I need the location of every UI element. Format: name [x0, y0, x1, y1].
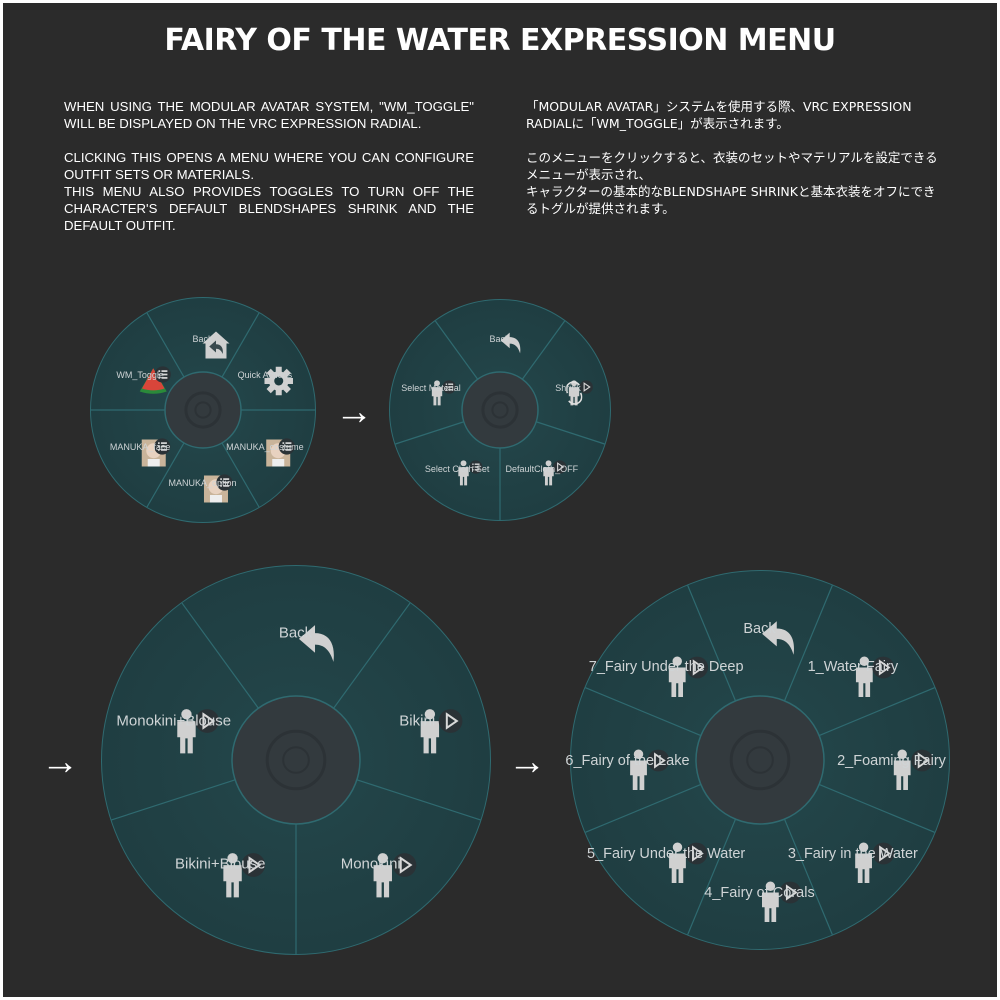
item-label: 5_Fairy Under the Water [587, 845, 746, 862]
material-radial: Back 1_Water Fairy 2_Foaming Fairy 3_Fairy … [565, 570, 950, 950]
segment-divider [434, 320, 478, 380]
center-dot [490, 400, 509, 419]
radial-item-shrink[interactable]: Shrink [555, 380, 593, 406]
arrow-right-icon: → [335, 391, 373, 433]
segment-divider [180, 602, 259, 709]
radial-center[interactable] [163, 370, 242, 449]
item-label: 6_Fairy of the Lake [565, 752, 690, 769]
item-label: Bikini [399, 712, 436, 730]
item-label: MANUKA_option [168, 477, 237, 488]
arrow-right-icon: → [41, 741, 79, 783]
segment-divider [110, 778, 235, 821]
center-dot [193, 400, 212, 419]
center-ring [729, 729, 790, 790]
radial-center[interactable] [694, 694, 825, 825]
segment-divider [783, 584, 833, 701]
radial-item-6-fairy-of-the-lake[interactable]: 6_Fairy of the Lake [565, 749, 690, 790]
radial-item-5-fairy-under-the-water[interactable]: 5_Fairy Under the Water [587, 842, 746, 884]
item-label: Monokini+Blouse [116, 712, 232, 730]
item-label: Back [192, 333, 213, 344]
description-paragraph: THIS MENU ALSO PROVIDES TOGGLES TO TURN … [64, 184, 474, 233]
segment-divider [584, 783, 701, 833]
radial-item-1-water-fairy[interactable]: 1_Water Fairy [807, 656, 899, 697]
radial-item-wm-toggle[interactable]: WM_Toggle [116, 366, 171, 394]
page: FAIRY OF THE WATER EXPRESSION MENU WHEN … [3, 3, 997, 997]
radial-item-bikini-blouse[interactable]: Bikini+Blouse [175, 852, 266, 897]
radial-item-defaultcloth-off[interactable]: DefaultCloth_OFF [505, 460, 579, 486]
center-dot [281, 745, 310, 774]
radial-center[interactable] [460, 370, 539, 449]
item-label: Back [489, 333, 510, 344]
radial-item-monokini-blouse[interactable]: Monokini+Blouse [116, 709, 232, 754]
radial-background [90, 312, 315, 507]
description-english: WHEN USING THE MODULAR AVATAR SYSTEM, "W… [64, 98, 474, 251]
item-label: Shrink [555, 383, 581, 394]
item-label: 3_Fairy in the Water [787, 845, 918, 862]
segment-divider [356, 778, 481, 821]
radial-item-2-foaming-fairy[interactable]: 2_Foaming Fairy [837, 749, 946, 790]
radial-item-monokini[interactable]: Monokini [340, 852, 417, 897]
segment-divider [521, 320, 565, 380]
segment-divider [686, 818, 736, 935]
segment-divider [686, 584, 736, 701]
radial-item-manuka-option[interactable]: MANUKA_option [168, 474, 237, 503]
item-label: Select Material [401, 383, 461, 394]
item-label: MANUKA_face [109, 441, 171, 452]
radial-item-back[interactable]: Back [192, 331, 230, 359]
radial-item-bikini[interactable]: Bikini [399, 709, 463, 754]
segment-divider [818, 783, 935, 833]
item-label: 4_Fairy of Corals [704, 884, 815, 901]
item-label: Monokini [340, 855, 401, 873]
segment-divider [535, 420, 605, 445]
item-label: 7_Fairy Under the Deep [588, 659, 744, 676]
segment-divider [394, 420, 464, 445]
center-dot [745, 745, 774, 774]
radial-item-4-fairy-of-corals[interactable]: 4_Fairy of Corals [704, 881, 815, 922]
radial-center[interactable] [230, 694, 361, 825]
item-label: WM_Toggle [116, 369, 164, 380]
item-label: Back [278, 624, 313, 641]
radial-item-manuka-face[interactable]: MANUKA_face [109, 438, 171, 467]
arrow-right-icon: → [508, 741, 546, 783]
center-ring [183, 390, 222, 429]
radial-item-back[interactable]: Back [743, 619, 795, 655]
description-japanese: 「MODULAR AVATAR」システムを使用する際、VRC EXPRESSIO… [526, 98, 946, 234]
center-ring [265, 729, 326, 790]
item-label: Select Cloth Set [424, 463, 490, 474]
radial-item-3-fairy-in-the-water[interactable]: 3_Fairy in the Water [787, 842, 918, 884]
radial-item-back[interactable]: Back [278, 622, 334, 662]
segment-divider [584, 686, 701, 736]
item-label: 2_Foaming Fairy [837, 752, 946, 769]
description-paragraph: CLICKING THIS OPENS A MENU WHERE YOU CAN… [64, 150, 474, 182]
segment-divider [145, 442, 185, 507]
item-label: Bikini+Blouse [175, 855, 266, 873]
radial-item-quick-actions[interactable]: Quick Actions [237, 366, 293, 396]
description-paragraph: WHEN USING THE MODULAR AVATAR SYSTEM, "W… [64, 99, 474, 131]
segment-divider [220, 442, 260, 507]
description-paragraph: このメニューをクリックすると、衣装のセットやマテリアルを設定できるメニューが表示… [526, 150, 938, 182]
radial-item-7-fairy-under-the-deep[interactable]: 7_Fairy Under the Deep [588, 656, 744, 697]
radial-item-select-material[interactable]: Select Material [401, 380, 461, 406]
radial-item-select-cloth-set[interactable]: Select Cloth Set [424, 460, 490, 486]
description-paragraph: キャラクターの基本的なBLENDSHAPE SHRINKと基本衣装をオフにできる… [526, 184, 936, 216]
radial-item-back[interactable]: Back [489, 332, 521, 354]
center-ring [480, 390, 519, 429]
item-label: DefaultCloth_OFF [505, 463, 579, 474]
description-paragraph: 「MODULAR AVATAR」システムを使用する際、VRC EXPRESSIO… [526, 99, 912, 131]
segment-divider [783, 818, 833, 935]
item-label: Back [743, 620, 776, 637]
segment-divider [818, 686, 935, 736]
radial-item-manuka-costume[interactable]: MANUKA_costume [226, 438, 304, 467]
item-label: 1_Water Fairy [807, 659, 899, 676]
item-label: Quick Actions [237, 369, 293, 380]
segment-divider [332, 602, 411, 709]
page-title: FAIRY OF THE WATER EXPRESSION MENU [164, 23, 836, 58]
item-label: MANUKA_costume [226, 441, 304, 452]
